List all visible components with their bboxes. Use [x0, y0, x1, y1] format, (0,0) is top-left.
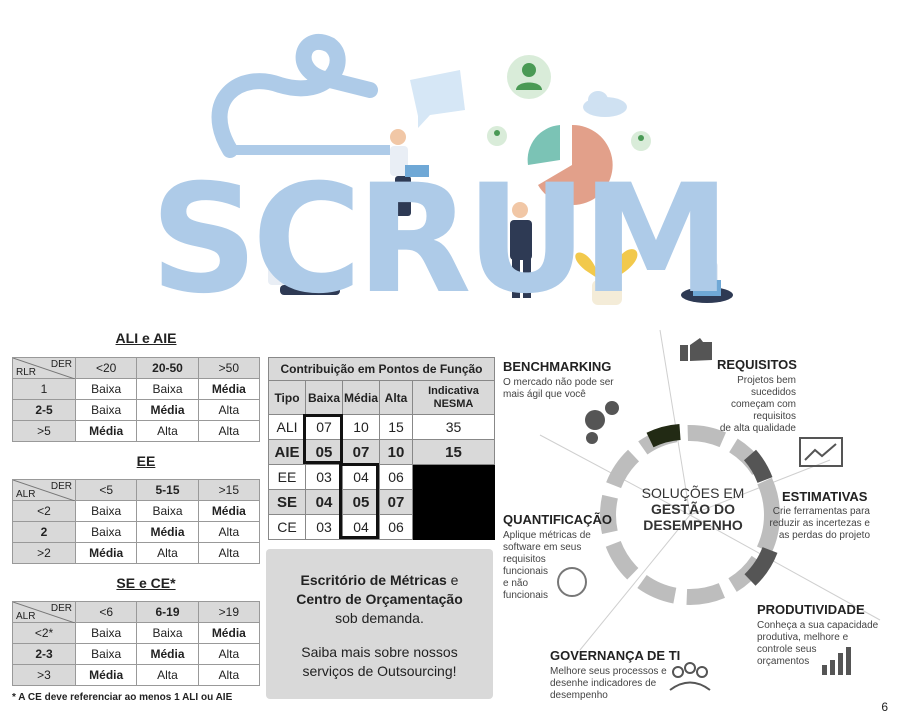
page-number: 6 [881, 700, 888, 714]
growth-chart-icon [822, 647, 851, 675]
governanca-title: GOVERNANÇA DE TI [550, 648, 681, 663]
scrum-hero-illustration: SCRUM [0, 0, 898, 320]
money-cycle-icon [557, 567, 587, 597]
thumbs-up-icon [680, 338, 712, 361]
benchmarking-title: BENCHMARKING [503, 359, 612, 374]
wheel-center-text: SOLUÇÕES EM GESTÃO DO DESEMPENHO [641, 485, 745, 533]
table-caption: Contribuição em Pontos de Função [268, 357, 495, 381]
function-points-table: Contribuição em Pontos de Função Tipo Ba… [268, 357, 495, 540]
se-ce-title: SE e CE* [116, 575, 176, 591]
chart-board-icon [799, 437, 843, 467]
gears-icon [585, 401, 619, 444]
team-icon [669, 662, 711, 691]
footnote: * A CE deve referenciar ao menos 1 ALI o… [12, 692, 233, 703]
col-header: >50 [197, 357, 261, 379]
ee-title: EE [136, 453, 156, 469]
highlight-box [303, 414, 343, 464]
highlight-box [339, 463, 379, 539]
estimativas-title: ESTIMATIVAS [782, 489, 868, 504]
ali-aie-title: ALI e AIE [115, 330, 177, 346]
produtividade-title: PRODUTIVIDADE [757, 602, 865, 617]
col-header: 20-50 [136, 357, 199, 379]
requisitos-title: REQUISITOS [717, 357, 797, 372]
col-header: <20 [74, 357, 138, 379]
hero-decor [211, 34, 733, 305]
outsourcing-promo-box[interactable]: Escritório de Métricas e Centro de Orçam… [266, 549, 493, 699]
scrum-title: SCRUM [150, 153, 731, 327]
quantificacao-title: QUANTIFICAÇÃO [503, 512, 613, 527]
performance-wheel [539, 329, 881, 691]
